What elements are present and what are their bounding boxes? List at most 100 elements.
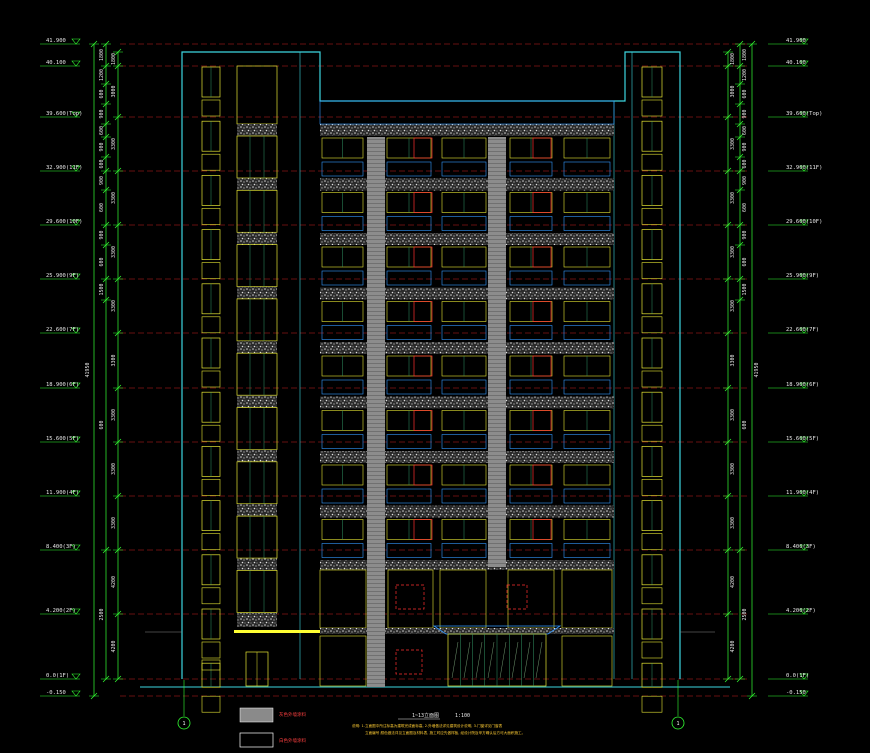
dimension-value: 3300 xyxy=(730,138,736,150)
dimension-value: 1800 xyxy=(742,49,748,61)
dimension-value: 2500 xyxy=(742,608,748,620)
narrow-window xyxy=(641,695,663,713)
stone-band xyxy=(237,558,277,571)
facade-panel xyxy=(563,161,611,177)
dimension-value: 3000 xyxy=(111,85,117,97)
shop-front xyxy=(439,569,487,629)
dimension-value: 600 xyxy=(742,126,748,135)
narrow-window xyxy=(201,370,221,388)
stone-band xyxy=(237,341,277,354)
glass-reflection xyxy=(499,641,507,679)
level-symbol xyxy=(71,673,81,680)
dimension-value: 900 xyxy=(742,142,748,151)
facade-panel xyxy=(386,434,432,449)
level-label: 11.900(4F) xyxy=(786,490,819,496)
level-symbol xyxy=(71,382,81,389)
level-label: 29.600(10F) xyxy=(786,219,822,225)
facade-panel xyxy=(563,488,611,504)
dimension-value: 4200 xyxy=(730,576,736,588)
glass-reflection xyxy=(523,641,531,679)
ground-window xyxy=(319,635,367,687)
dimension-value: 3300 xyxy=(111,463,117,475)
facade-panel xyxy=(509,434,553,449)
red-window xyxy=(413,192,433,213)
narrow-window xyxy=(641,533,663,550)
dimension-value: 3300 xyxy=(730,246,736,258)
level-symbol xyxy=(799,219,809,226)
facade-panel xyxy=(321,434,364,449)
glass-reflection xyxy=(511,641,519,679)
narrow-window xyxy=(201,479,221,496)
narrow-window xyxy=(201,316,221,334)
dimension-value: 4200 xyxy=(730,640,736,652)
shop-front xyxy=(507,569,555,629)
red-window xyxy=(395,584,425,610)
level-label: 18.900(6F) xyxy=(786,382,819,388)
red-window xyxy=(532,301,552,322)
red-window xyxy=(413,355,433,377)
level-symbol xyxy=(799,382,809,389)
floor-stone-band xyxy=(320,505,614,518)
narrow-window xyxy=(201,208,221,225)
legend-label-gray: 灰色外墙涂料 xyxy=(279,711,306,718)
level-labels-right: 41.90040.10039.600(Top)32.900(11F)29.600… xyxy=(768,38,822,697)
dimension-value: 3300 xyxy=(111,246,117,258)
level-symbol xyxy=(799,608,809,615)
upper-glazing xyxy=(236,65,278,125)
red-window xyxy=(532,192,552,213)
facade-panel xyxy=(321,161,364,177)
level-label: 40.100 xyxy=(786,60,806,66)
level-label: 39.600(Top) xyxy=(786,111,822,117)
legend-label-white: 白色外墙涂料 xyxy=(279,737,306,744)
level-symbol xyxy=(799,60,809,67)
stone-band xyxy=(237,124,277,136)
facade-panel xyxy=(386,161,432,177)
dimension-chain-right-outer: 1800120060090060090060090060090060015006… xyxy=(735,40,748,683)
level-label: 41.900 xyxy=(786,38,806,44)
glazing-panel xyxy=(236,570,278,613)
drawing-title: 1~13立面图 xyxy=(412,712,439,719)
stone-band xyxy=(237,395,277,408)
dimension-value: 900 xyxy=(742,230,748,239)
narrow-window xyxy=(641,424,663,442)
shop-front xyxy=(319,569,367,629)
narrow-window xyxy=(641,153,663,171)
dimension-chain-right-inner: 1800300033003300330033003300330033003300… xyxy=(723,48,736,683)
dimension-value: 900 xyxy=(742,109,748,118)
facade-panel xyxy=(509,216,553,231)
facade-panel xyxy=(563,379,611,395)
red-window xyxy=(413,464,433,486)
facade-panel xyxy=(321,325,364,340)
dimension-value: 600 xyxy=(99,257,105,266)
floor-stone-band xyxy=(320,451,614,463)
dimension-value: 3300 xyxy=(730,354,736,366)
entrance-canopy xyxy=(432,625,562,635)
stone-band xyxy=(237,232,277,245)
red-window xyxy=(532,519,552,540)
facade-panel xyxy=(441,543,487,558)
red-window xyxy=(532,246,552,268)
facade-panel xyxy=(563,270,611,286)
floor-stone-band xyxy=(320,233,614,245)
floor-gridlines xyxy=(120,43,750,697)
level-symbol xyxy=(71,490,81,497)
axis-label-right: 1 xyxy=(676,721,679,727)
dimension-value: 600 xyxy=(742,420,748,429)
glass-reflection xyxy=(535,641,543,679)
legend-swatch-white xyxy=(239,732,274,748)
dimension-value: 900 xyxy=(99,230,105,239)
level-label: 25.900(9F) xyxy=(786,273,819,279)
note-line-2: 立面编号 颜色做法详见立面图及材料表, 施工时应先做样板, 经设计院及甲方确认后… xyxy=(365,730,525,735)
glass-reflection xyxy=(451,641,459,679)
dimension-value: 3300 xyxy=(111,517,117,529)
stone-band xyxy=(237,286,277,299)
dimension-value: 900 xyxy=(99,142,105,151)
facade-panel xyxy=(509,270,553,286)
dimension-value: 1800 xyxy=(99,49,105,61)
glazing-panel xyxy=(236,352,278,396)
dimension-value: 1200 xyxy=(99,69,105,81)
dimension-value: 3300 xyxy=(111,138,117,150)
dimension-value: 3300 xyxy=(730,409,736,421)
dimension-value: 600 xyxy=(742,159,748,168)
level-symbol xyxy=(799,544,809,551)
